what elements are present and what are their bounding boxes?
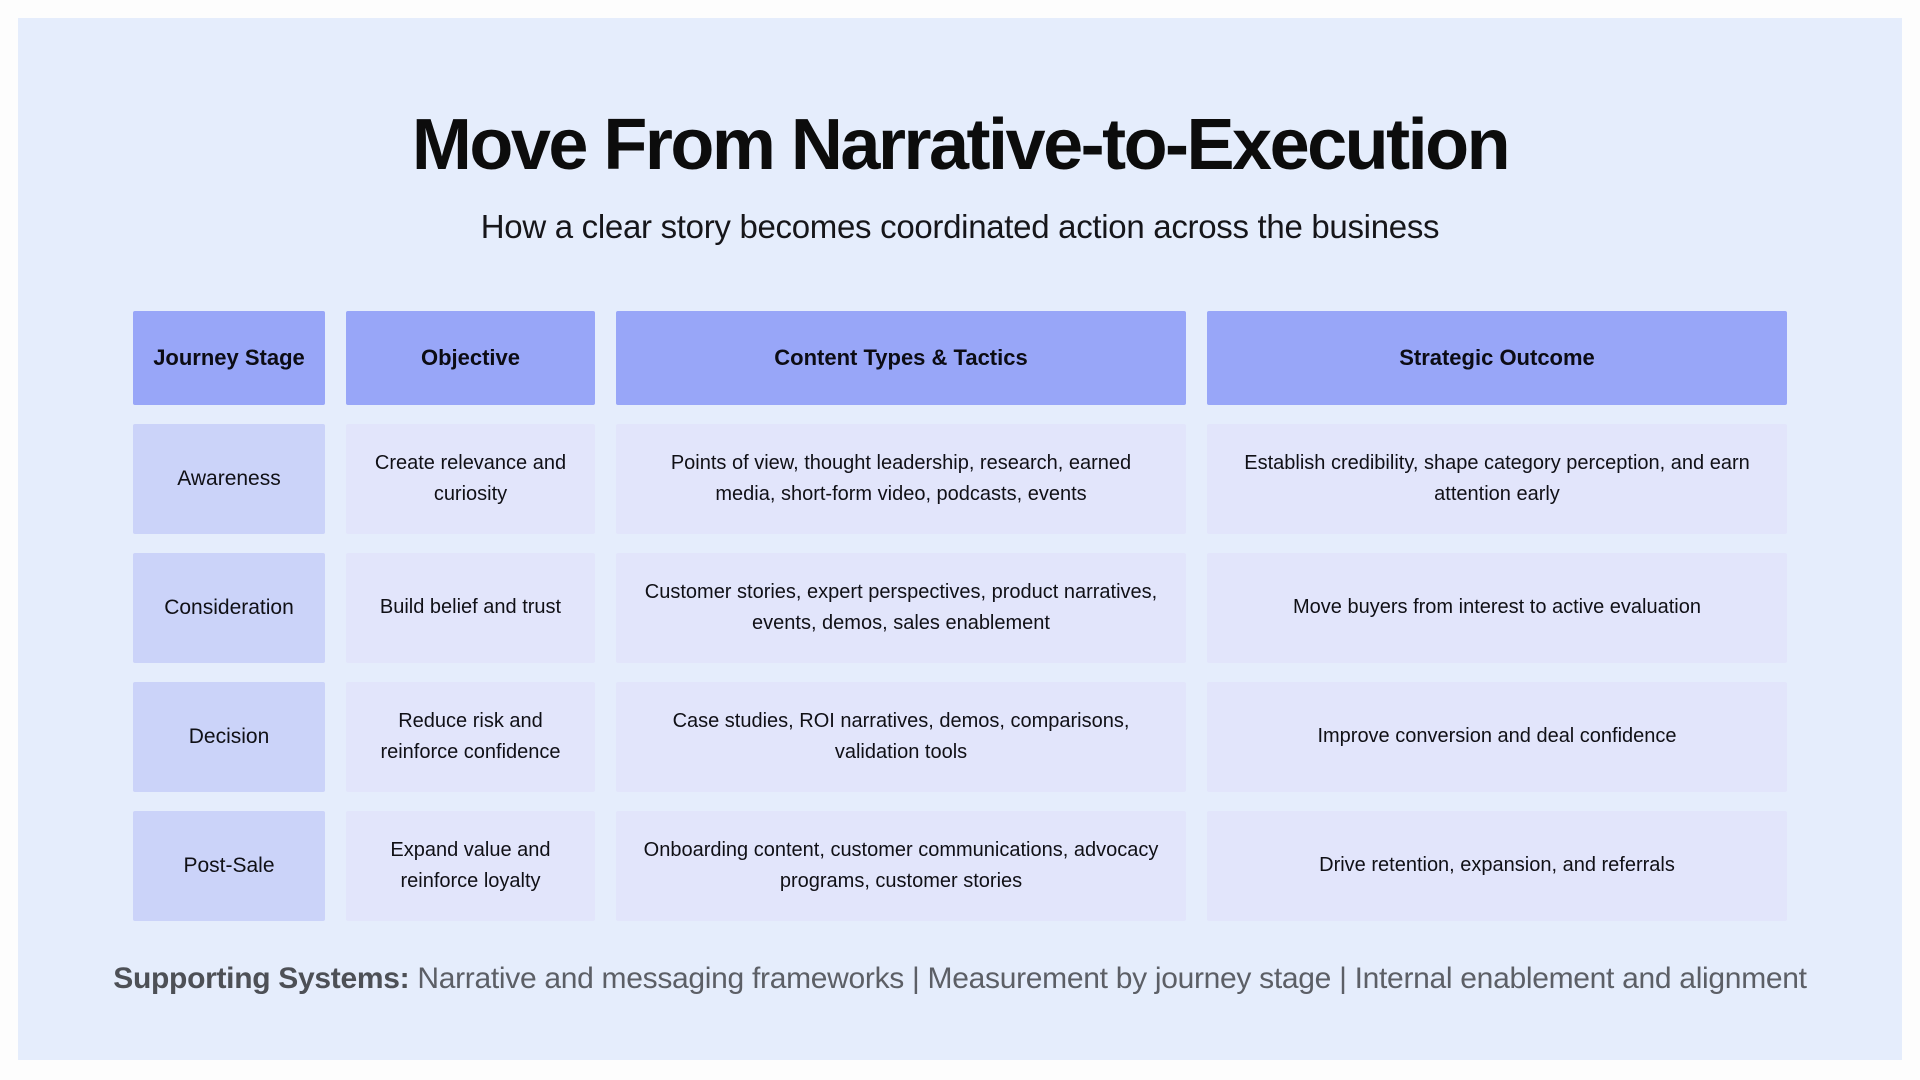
page-title: Move From Narrative-to-Execution bbox=[411, 105, 1511, 185]
outcome-cell: Move buyers from interest to active eval… bbox=[1207, 552, 1787, 663]
objective-cell: Expand value and reinforce loyalty bbox=[346, 810, 595, 921]
outcome-cell: Drive retention, expansion, and referral… bbox=[1207, 810, 1787, 921]
supporting-systems-footer: Supporting Systems: Narrative and messag… bbox=[18, 959, 1902, 998]
stage-cell: Post-Sale bbox=[133, 810, 325, 921]
outcome-cell: Establish credibility, shape category pe… bbox=[1207, 423, 1787, 534]
footer-text: Narrative and messaging frameworks | Mea… bbox=[409, 961, 1807, 995]
content-cell: Customer stories, expert perspectives, p… bbox=[616, 552, 1186, 663]
content-cell: Onboarding content, customer communicati… bbox=[616, 810, 1186, 921]
objective-cell: Create relevance and curiosity bbox=[346, 423, 595, 534]
footer-label: Supporting Systems: bbox=[113, 961, 410, 995]
slide-panel: Move From Narrative-to-Execution How a c… bbox=[18, 18, 1902, 1060]
stage-cell: Decision bbox=[133, 681, 325, 792]
objective-cell: Build belief and trust bbox=[346, 552, 595, 663]
column-header-content-types-tactics: Content Types & Tactics bbox=[616, 310, 1186, 405]
column-header-objective: Objective bbox=[346, 310, 595, 405]
objective-cell: Reduce risk and reinforce confidence bbox=[346, 681, 595, 792]
content-cell: Points of view, thought leadership, rese… bbox=[616, 423, 1186, 534]
column-header-journey-stage: Journey Stage bbox=[133, 310, 325, 405]
page-subtitle: How a clear story becomes coordinated ac… bbox=[480, 208, 1440, 246]
content-cell: Case studies, ROI narratives, demos, com… bbox=[616, 681, 1186, 792]
stage-cell: Awareness bbox=[133, 423, 325, 534]
column-header-strategic-outcome: Strategic Outcome bbox=[1207, 310, 1787, 405]
stage-cell: Consideration bbox=[133, 552, 325, 663]
outcome-cell: Improve conversion and deal confidence bbox=[1207, 681, 1787, 792]
